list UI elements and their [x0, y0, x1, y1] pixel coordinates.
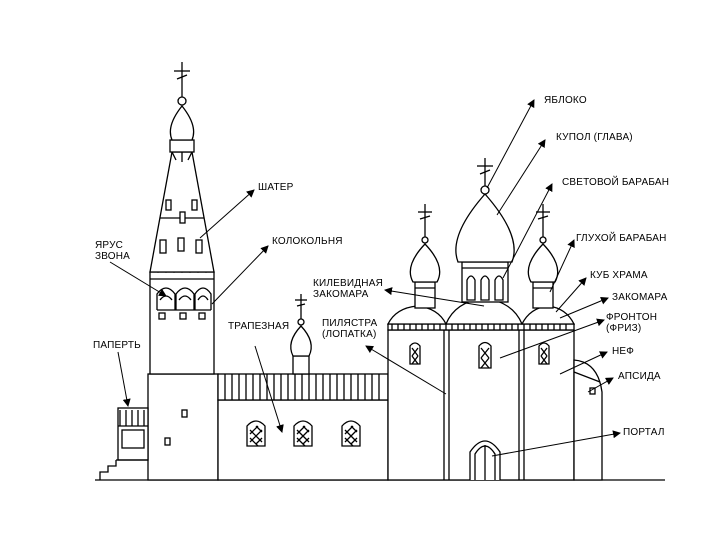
- label-svetovoy-baraban: СВЕТОВОЙ БАРАБАН: [562, 177, 670, 188]
- label-fronton-line2: (ФРИЗ): [606, 323, 642, 334]
- label-pilyastra-line2: (ЛОПАТКА): [322, 329, 377, 340]
- arrow-shater: [199, 189, 255, 239]
- arrow-yabloko: [486, 99, 535, 189]
- label-yabloko: ЯБЛОКО: [544, 95, 587, 106]
- label-fronton: ФРОНТОН (ФРИЗ): [606, 312, 657, 334]
- arrow-nef: [559, 351, 608, 375]
- arrow-trapeznaya: [254, 345, 284, 433]
- arrow-yarus: [109, 261, 167, 297]
- label-kilevidnaya-line1: КИЛЕВИДНАЯ: [313, 278, 383, 289]
- label-kub-khrama: КУБ ХРАМА: [590, 270, 648, 281]
- label-fronton-line1: ФРОНТОН: [606, 312, 658, 323]
- arrow-apsida: [587, 377, 614, 393]
- arrow-paperte: [117, 351, 131, 407]
- bell-tower: [147, 62, 219, 481]
- label-zakomara: ЗАКОМАРА: [612, 292, 668, 303]
- label-paperte: ПАПЕРТЬ: [93, 340, 141, 351]
- portal: [469, 440, 501, 480]
- label-yarus-zvona: ЯРУС ЗВОНА: [95, 240, 130, 262]
- label-yarus-line2: ЗВОНА: [95, 251, 131, 262]
- label-nef: НЕФ: [612, 346, 635, 357]
- arrow-zakomara: [559, 297, 609, 319]
- main-church: [386, 158, 603, 481]
- label-kilevidnaya-line2: ЗАКОМАРА: [313, 289, 369, 300]
- label-shater: ШАТЕР: [258, 182, 294, 193]
- arrow-kolokolnya: [211, 245, 269, 305]
- arrow-svetovoy: [502, 183, 553, 279]
- arrow-fronton: [499, 318, 605, 359]
- arrow-kub: [555, 277, 587, 313]
- leader-lines: [109, 99, 621, 457]
- label-trapeznaya: ТРАПЕЗНАЯ: [228, 321, 290, 332]
- arrow-pilyastra: [365, 345, 447, 395]
- arrow-glukhoy: [549, 239, 575, 293]
- label-apsida: АПСИДА: [618, 371, 661, 382]
- porch: [99, 407, 149, 480]
- label-kupol: КУПОЛ (ГЛАВА): [556, 132, 633, 143]
- label-pilyastra-line1: ПИЛЯСТРА: [322, 318, 378, 329]
- label-portal: ПОРТАЛ: [623, 427, 665, 438]
- refectory-windows: [246, 420, 361, 447]
- arrow-kupol: [496, 139, 546, 216]
- arrow-portal: [491, 430, 621, 457]
- label-glukhoy-baraban: ГЛУХОЙ БАРАБАН: [576, 233, 667, 244]
- label-kilevidnaya-zakomara: КИЛЕВИДНАЯ ЗАКОМАРА: [313, 278, 383, 300]
- label-pilyastra: ПИЛЯСТРА (ЛОПАТКА): [322, 318, 377, 340]
- label-yarus-line1: ЯРУС: [95, 240, 124, 251]
- arrow-kilevidnaya: [384, 287, 485, 307]
- label-kolokolnya: КОЛОКОЛЬНЯ: [272, 236, 343, 247]
